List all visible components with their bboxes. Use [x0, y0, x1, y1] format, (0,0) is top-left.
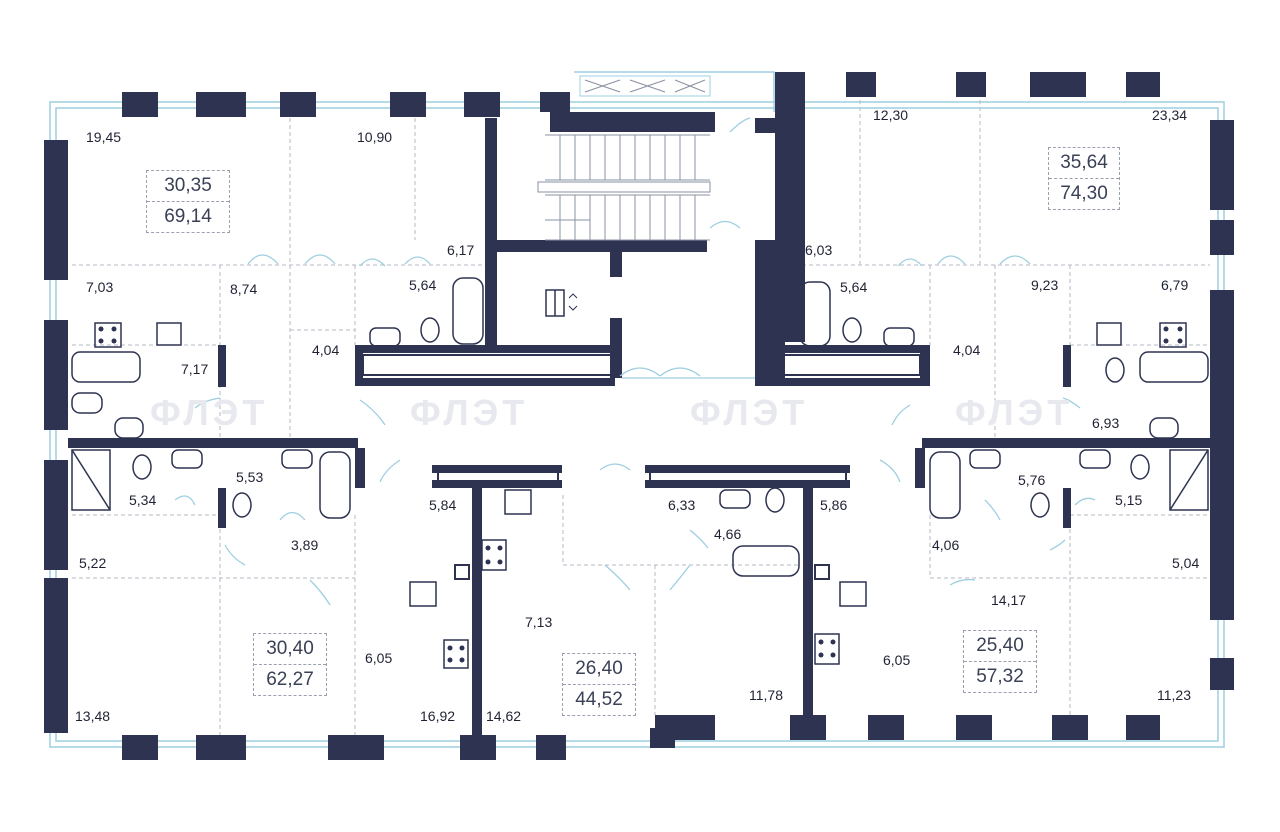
room-area: 5,76: [1018, 472, 1046, 488]
room-area: 23,34: [1152, 107, 1188, 123]
total-area: 69,14: [147, 201, 229, 232]
total-area: 44,52: [563, 684, 635, 715]
living-area: 35,64: [1060, 152, 1108, 173]
staircase: [537, 75, 711, 241]
room-area: 6,79: [1161, 277, 1189, 293]
room-area: 4,66: [714, 526, 742, 542]
room-dividers: [72, 100, 1210, 735]
room-area: 11,23: [1157, 687, 1191, 703]
room-area: 5,64: [840, 279, 868, 295]
watermark-logo: ФЛЭТ: [410, 392, 529, 433]
watermark-logo: ФЛЭТ: [955, 392, 1074, 433]
room-area: 16,92: [420, 708, 456, 724]
apartment-area-2: 35,64 74,30: [1048, 147, 1120, 210]
room-area: 5,64: [409, 277, 437, 293]
total-area: 57,32: [964, 661, 1036, 692]
room-area: 4,04: [953, 342, 981, 358]
room-area: 6,05: [365, 650, 393, 666]
room-area: 5,34: [129, 492, 157, 508]
total-area: 62,27: [254, 664, 326, 695]
room-area: 4,06: [932, 537, 960, 553]
room-area: 14,62: [486, 708, 522, 724]
room-area: 5,15: [1115, 492, 1143, 508]
room-area: 7,13: [525, 614, 553, 630]
room-area: 8,74: [230, 281, 258, 297]
elevator: [545, 289, 578, 317]
room-area: 4,04: [312, 342, 340, 358]
room-area: 6,17: [447, 242, 475, 258]
room-area: 12,30: [873, 107, 909, 123]
watermark-logo: ФЛЭТ: [150, 392, 269, 433]
room-area: 5,22: [79, 555, 107, 571]
watermark-logo: ФЛЭТ: [690, 392, 809, 433]
room-area: 7,03: [86, 279, 114, 295]
living-area: 30,40: [266, 638, 314, 659]
room-area: 5,53: [236, 469, 264, 485]
room-area: 9,23: [1031, 277, 1059, 293]
fixtures: [71, 277, 1209, 669]
hobs: [98, 326, 1183, 663]
apartment-area-5: 25,40 57,32: [963, 630, 1037, 693]
total-area: 74,30: [1049, 178, 1119, 209]
living-area: 30,35: [164, 175, 212, 196]
apartment-area-4: 26,40 44,52: [562, 653, 636, 716]
apartment-area-1: 30,35 69,14: [146, 170, 230, 233]
room-area: 14,17: [991, 592, 1027, 608]
room-area: 7,17: [181, 361, 209, 377]
living-area: 25,40: [976, 635, 1024, 656]
room-area: 19,45: [86, 129, 122, 145]
room-area: 3,89: [291, 537, 319, 553]
room-area: 6,03: [805, 242, 833, 258]
room-area: 11,78: [749, 687, 783, 703]
doors: [174, 117, 1096, 606]
living-area: 26,40: [575, 658, 623, 679]
room-area: 6,33: [668, 497, 696, 513]
room-area: 5,84: [429, 497, 457, 513]
corridor-fixtures: [362, 354, 921, 580]
room-area: 5,86: [820, 497, 848, 513]
room-area: 5,04: [1172, 555, 1200, 571]
room-area: 6,93: [1092, 415, 1120, 431]
apartment-area-3: 30,40 62,27: [253, 633, 327, 696]
room-area: 13,48: [75, 708, 111, 724]
room-area: 6,05: [883, 652, 911, 668]
room-area: 10,90: [357, 129, 393, 145]
